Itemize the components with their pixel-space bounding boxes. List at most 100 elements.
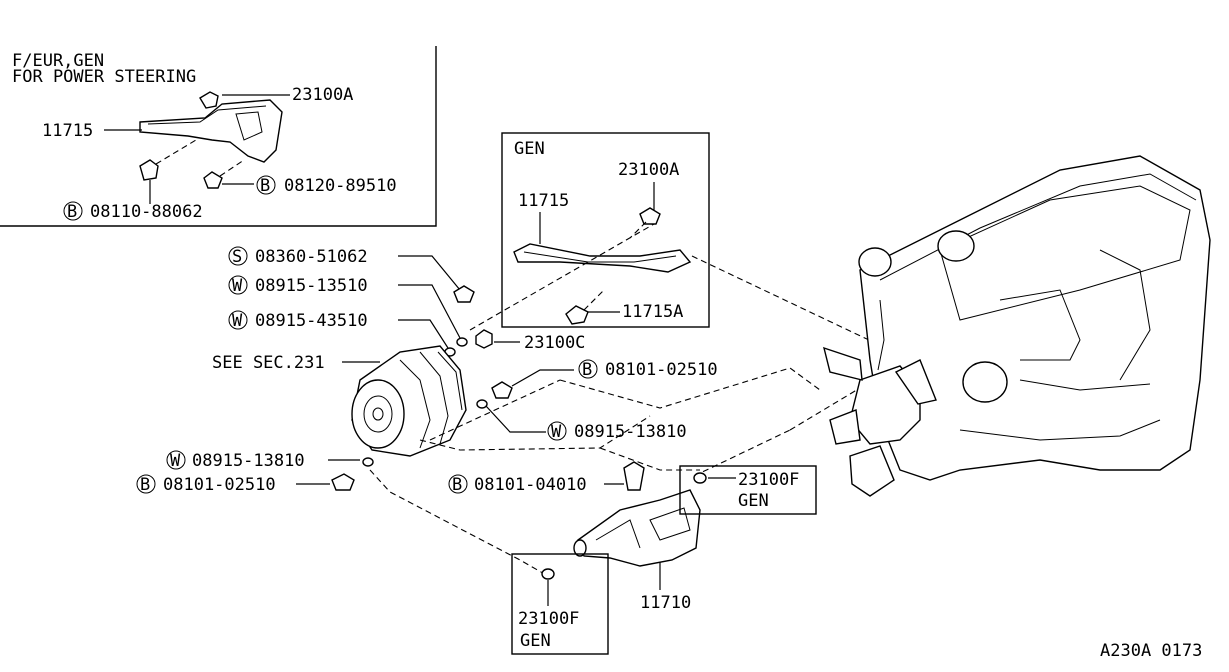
label-23100a-gen: 23100A	[618, 160, 679, 180]
inset-gen-title: GEN	[514, 139, 545, 159]
prefix-c10: B	[452, 475, 462, 495]
leader	[398, 284, 461, 339]
label-gen-bottom: GEN	[520, 631, 551, 651]
label-11710: 11710	[640, 593, 691, 613]
alternator-rib	[399, 359, 431, 449]
prefix-c3: W	[232, 311, 243, 331]
bracket-boss	[573, 539, 587, 557]
bracket-11715-ps	[139, 99, 283, 163]
filler-cap	[937, 230, 975, 262]
prefix-b-08120: B	[260, 176, 270, 196]
bolt-08360	[453, 285, 475, 303]
dash-line	[469, 223, 655, 331]
label-11715a: 11715A	[622, 302, 683, 322]
engine-port	[962, 361, 1008, 403]
prefix-c2: W	[232, 276, 243, 296]
washer-08915-13510	[456, 337, 468, 347]
pulley-inner	[363, 395, 393, 433]
callout-group: S 08360-51062 W 08915-13510 W 08915-4351…	[136, 246, 718, 613]
dash-line	[219, 159, 245, 177]
dash-line	[629, 221, 647, 239]
label-08110-88062: 08110-88062	[90, 202, 203, 222]
dash-connections	[369, 223, 891, 577]
washer-23100f-bottom	[541, 568, 555, 580]
inset-power-steering: F/EUR,GEN FOR POWER STEERING 23100A 1171…	[0, 46, 437, 227]
label-11715-ps: 11715	[42, 121, 93, 141]
label-08101-02510-b: 08101-02510	[163, 475, 276, 495]
bracket-detail	[523, 251, 677, 263]
fan-shaft	[877, 299, 885, 371]
circle-prefix	[228, 246, 248, 266]
bolt-08110	[139, 159, 159, 181]
figure-id: A230A 0173	[1100, 641, 1202, 661]
bracket-detail	[595, 519, 641, 549]
prefix-c6: B	[582, 360, 592, 380]
nut-23100c	[475, 329, 493, 349]
washer-08915-13810-b	[362, 457, 374, 467]
manifold	[1099, 249, 1151, 381]
pulley-hub	[372, 407, 384, 421]
prefix-c7: W	[551, 422, 562, 442]
box-23100f-right: 23100F GEN	[679, 465, 817, 515]
fan-blade	[829, 409, 861, 445]
box-frame	[511, 553, 609, 655]
dash-line	[419, 415, 651, 451]
circle-prefix	[63, 201, 83, 221]
inset-title-2: FOR POWER STEERING	[12, 67, 196, 87]
bolt-08120	[203, 171, 223, 189]
oil-cap	[858, 247, 892, 277]
fan-blade	[894, 359, 937, 405]
bracket-detail	[147, 105, 267, 125]
dash-line	[583, 289, 605, 311]
dash-line	[429, 379, 561, 441]
bolt-11715a	[565, 305, 589, 325]
label-gen-right: GEN	[738, 491, 769, 511]
circle-prefix	[166, 450, 186, 470]
inset-title-1: F/EUR,GEN	[12, 51, 104, 71]
alternator-rib	[437, 351, 463, 411]
dash-line	[693, 429, 791, 477]
fan-blade	[849, 445, 895, 497]
bracket-11715-gen	[513, 243, 692, 273]
prefix-c1: S	[232, 247, 242, 267]
label-23100f-bottom: 23100F	[518, 609, 579, 629]
inset-gen-frame	[501, 132, 710, 328]
label-11715-gen: 11715	[518, 191, 569, 211]
engine-detail	[1019, 379, 1151, 391]
bracket-window	[649, 507, 691, 541]
box-23100f-bottom: 23100F GEN	[511, 553, 609, 655]
leader	[485, 405, 546, 433]
label-23100a-ps: 23100A	[292, 85, 353, 105]
alternator-rib	[419, 351, 449, 445]
label-08915-13810-a: 08915-13810	[574, 422, 687, 442]
leader	[398, 319, 449, 349]
label-08360-51062: 08360-51062	[255, 247, 368, 267]
label-08120-89510: 08120-89510	[284, 176, 397, 196]
alternator	[351, 345, 467, 457]
engine	[823, 155, 1211, 497]
leader	[511, 369, 574, 387]
circle-prefix	[448, 474, 468, 494]
circle-prefix	[256, 175, 276, 195]
label-23100f-right: 23100F	[738, 470, 799, 490]
bracket-11710	[573, 489, 701, 567]
bolt-08101-02510-a	[491, 381, 513, 399]
washer-08915-13810-a	[476, 399, 488, 409]
dash-line	[599, 447, 700, 471]
bolt-08101-02510-b	[331, 473, 355, 491]
fan-blade	[823, 346, 863, 381]
label-08101-02510-a: 08101-02510	[605, 360, 718, 380]
circle-prefix	[136, 474, 156, 494]
circle-prefix	[228, 310, 248, 330]
circle-prefix	[578, 359, 598, 379]
prefix-c9: B	[140, 475, 150, 495]
label-08915-43510: 08915-43510	[255, 311, 368, 331]
bolt-23100a-ps	[199, 91, 219, 109]
washer-23100f-right	[693, 472, 707, 484]
prefix-b-08110: B	[67, 202, 77, 222]
alternator-pulley	[351, 379, 405, 449]
circle-prefix	[547, 421, 567, 441]
dash-line	[369, 469, 549, 577]
